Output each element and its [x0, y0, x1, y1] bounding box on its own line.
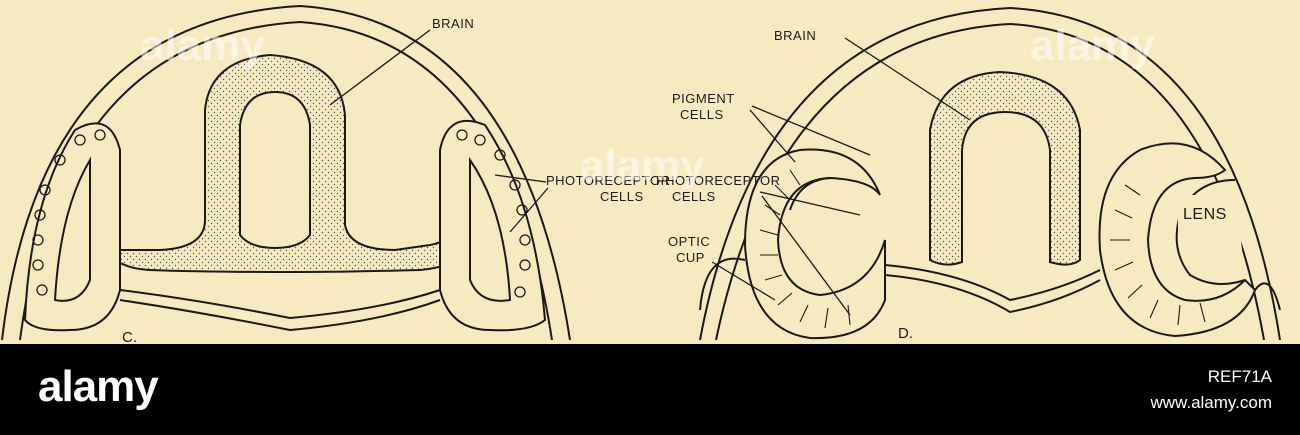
- ventral-layer-c: [119, 289, 441, 320]
- leader-photoreceptor-c-1: [494, 174, 547, 183]
- panel-d: [699, 6, 1281, 341]
- eye-vesicle-right-c: [439, 120, 547, 332]
- label-pigment-1: PIGMENT: [672, 91, 735, 106]
- ventral-layer-d: [884, 264, 1101, 302]
- label-brain-c: BRAIN: [432, 16, 474, 31]
- panel-label-d: D.: [898, 325, 913, 342]
- image-id: REF71A: [1207, 367, 1272, 386]
- head-outline-outer-d: [699, 6, 1281, 341]
- site-link[interactable]: www.alamy.com: [1150, 393, 1272, 412]
- label-photoreceptor-c: PHOTORECEPTOR: [546, 173, 670, 188]
- leader-photoreceptor-c-2: [509, 187, 549, 233]
- embryo-eye-diagram: BRAIN PHOTORECEPTOR CELLS C.: [0, 0, 1300, 344]
- label-photoreceptor-d: PHOTORECEPTOR: [656, 173, 780, 188]
- leader-brain-d: [844, 37, 971, 121]
- left-curl-d: [699, 257, 746, 311]
- leader-photoreceptor-d-1: [759, 191, 861, 216]
- leader-pigment-2: [751, 105, 871, 156]
- eye-vesicle-left-c: [23, 122, 121, 332]
- footer-logo[interactable]: alamy: [38, 362, 159, 411]
- label-photoreceptor-c-2: CELLS: [600, 189, 644, 204]
- diagram-svg: BRAIN PHOTORECEPTOR CELLS C.: [1, 4, 1281, 344]
- label-pigment-2: CELLS: [680, 107, 724, 122]
- eye-lumen-left-c: [53, 156, 91, 302]
- panel-label-c: C.: [122, 329, 137, 344]
- leader-photoreceptor-d-2: [761, 195, 851, 316]
- lens-label-bg: [1178, 195, 1240, 237]
- watermark-1: alamy: [140, 21, 265, 70]
- footer-bar: alamy REF71A www.alamy.com: [0, 344, 1300, 435]
- footer-info: REF71A www.alamy.com: [1150, 364, 1272, 416]
- ventral-layer-d2: [884, 274, 1101, 314]
- leader-brain-c: [329, 29, 431, 106]
- photoreceptor-hatch-d: [759, 169, 1206, 329]
- watermark-3: alamy: [1030, 21, 1155, 70]
- left-lens-space-d: [789, 177, 831, 211]
- leader-optic-cup: [711, 261, 776, 301]
- label-lens: LENS: [1183, 206, 1227, 223]
- label-optic-1: OPTIC: [668, 234, 710, 249]
- right-curl-d: [1254, 282, 1281, 311]
- label-brain-d: BRAIN: [774, 28, 816, 43]
- head-outline-outer-c: [1, 4, 571, 341]
- watermark-2: alamy: [580, 141, 705, 190]
- brain-lumen-c: [239, 90, 311, 250]
- photoreceptor-cells-c: [32, 129, 531, 298]
- eye-lumen-right-c: [469, 156, 512, 302]
- panel-c: [1, 4, 571, 341]
- leader-pigment-1: [749, 109, 796, 163]
- label-photoreceptor-d-2: CELLS: [672, 189, 716, 204]
- label-optic-2: CUP: [676, 250, 705, 265]
- ventral-layer-c2: [119, 299, 441, 332]
- brain-tissue-d: [929, 70, 1081, 266]
